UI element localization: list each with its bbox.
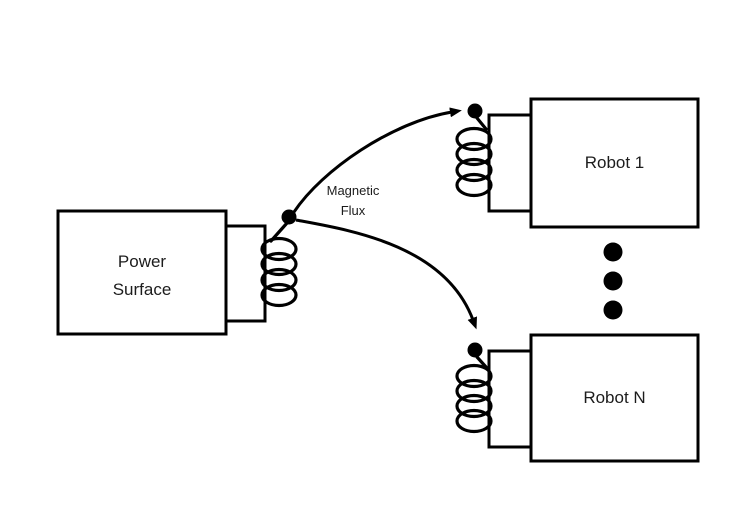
magnetic-flux-label: Magnetic Flux: [326, 183, 380, 218]
robot-n-connector-block: [487, 349, 536, 449]
robot-1-coil-icon: [455, 116, 493, 198]
power-surface-terminal-dot: [281, 209, 297, 225]
robot-1-terminal-dot: [467, 103, 483, 119]
power-surface-connector-block: [220, 224, 267, 323]
robot-n-terminal-dot: [467, 342, 483, 358]
flux-arrow-to-robot-n: [295, 218, 477, 330]
robot-n-coil-icon: [455, 355, 493, 434]
flux-arrow-to-robot-1: [292, 107, 462, 213]
power-surface-box: [56, 209, 228, 336]
ellipsis-dots: [603, 242, 623, 320]
robot-n-label: Robot N: [583, 388, 646, 407]
robot-1-connector-block: [487, 113, 536, 213]
power-surface-coil-icon: [260, 221, 298, 308]
robot-1-box: [529, 97, 700, 229]
robot-n-box: [529, 333, 700, 463]
power-surface-label: Power Surface: [112, 252, 172, 299]
robot-1-label: Robot 1: [584, 153, 645, 172]
